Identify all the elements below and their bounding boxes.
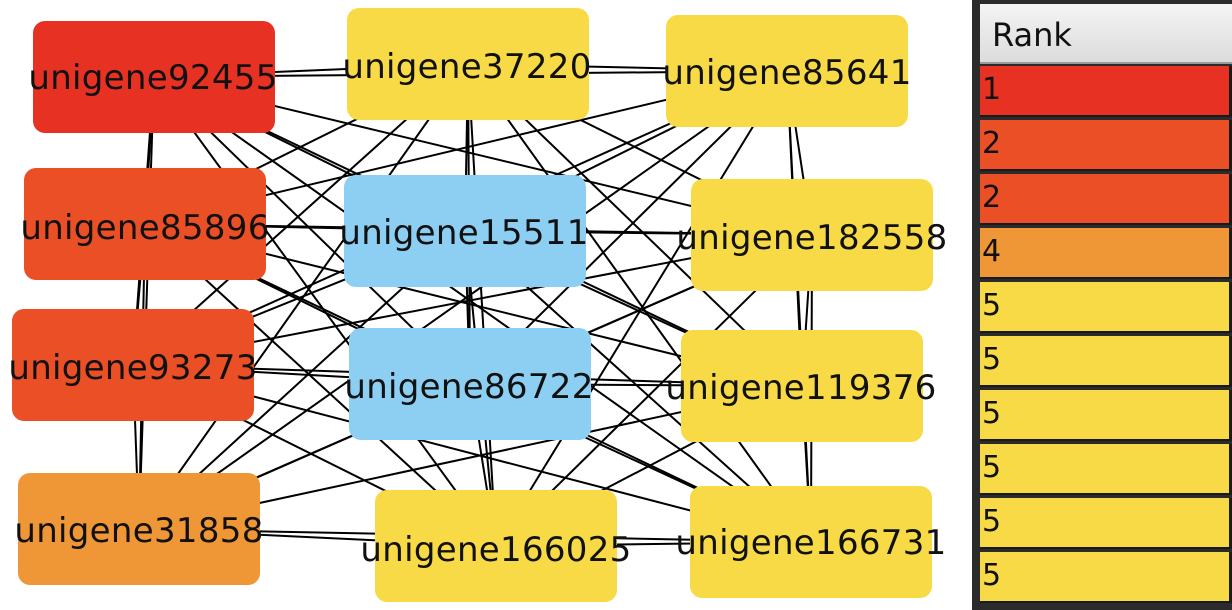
column-divider [1229,390,1232,439]
column-divider [1229,498,1232,547]
node-label: unigene85896 [20,208,270,248]
node-182558[interactable] [691,179,933,291]
column-divider [1229,336,1232,385]
node-label: unigene31858 [14,511,264,551]
rank-column-header[interactable]: Rank [980,4,1232,64]
rank-value: 5 [982,504,1002,539]
rank-table: Rank 1 2 2 4 5 5 5 5 5 5 [972,0,1232,610]
rank-row[interactable]: 4 [980,228,1232,279]
column-divider [1229,552,1232,601]
edge [467,63,497,547]
column-divider [1229,174,1232,223]
node-label: unigene119376 [665,368,937,408]
node-166731[interactable] [690,486,932,598]
node-label: unigene92455 [28,58,278,98]
rank-row[interactable]: 5 [980,336,1232,387]
edge [153,76,497,547]
node-label: unigene182558 [676,218,948,258]
rank-row[interactable]: 2 [980,174,1232,225]
node-85896[interactable] [24,168,266,280]
node-label: unigene85641 [662,53,912,93]
column-divider [1229,282,1232,331]
node-label: unigene166731 [675,523,947,563]
rank-row[interactable]: 1 [980,66,1232,117]
node-label: unigene37220 [342,47,592,87]
node-86722[interactable] [349,328,591,440]
rank-header-label: Rank [992,16,1072,54]
rank-value: 5 [982,450,1002,485]
node-119376[interactable] [681,330,923,442]
column-divider [1229,444,1232,493]
edge [138,70,788,530]
edge [138,76,155,530]
rank-value: 4 [982,234,1002,269]
edge [467,63,812,543]
rank-row[interactable]: 5 [980,498,1232,549]
rank-value: 5 [982,288,1002,323]
network-diagram: unigene92455 unigene37220 unigene85641 unig… [8,8,948,602]
node-label: unigene166025 [360,530,632,570]
rank-row[interactable]: 5 [980,390,1232,441]
column-divider [1229,228,1232,277]
node-166025[interactable] [375,490,617,602]
column-divider [1229,66,1232,115]
rank-value: 5 [982,558,1002,593]
rank-row[interactable]: 5 [980,444,1232,495]
node-93273[interactable] [12,309,254,421]
node-31858[interactable] [18,473,260,585]
rank-value: 2 [982,126,1002,161]
node-label: unigene15511 [339,213,589,253]
node-92455[interactable] [33,21,275,133]
node-label: unigene93273 [8,348,258,388]
node-label: unigene86722 [344,367,594,407]
rank-row[interactable]: 5 [980,552,1232,603]
rank-value: 5 [982,396,1002,431]
rank-value: 1 [982,72,1002,107]
rank-row[interactable]: 2 [980,120,1232,171]
node-85641[interactable] [666,15,908,127]
node-15511[interactable] [344,175,586,287]
rank-value: 5 [982,342,1002,377]
column-divider [1229,120,1232,169]
rank-row[interactable]: 5 [980,282,1232,333]
rank-value: 2 [982,180,1002,215]
node-37220[interactable] [347,8,589,120]
